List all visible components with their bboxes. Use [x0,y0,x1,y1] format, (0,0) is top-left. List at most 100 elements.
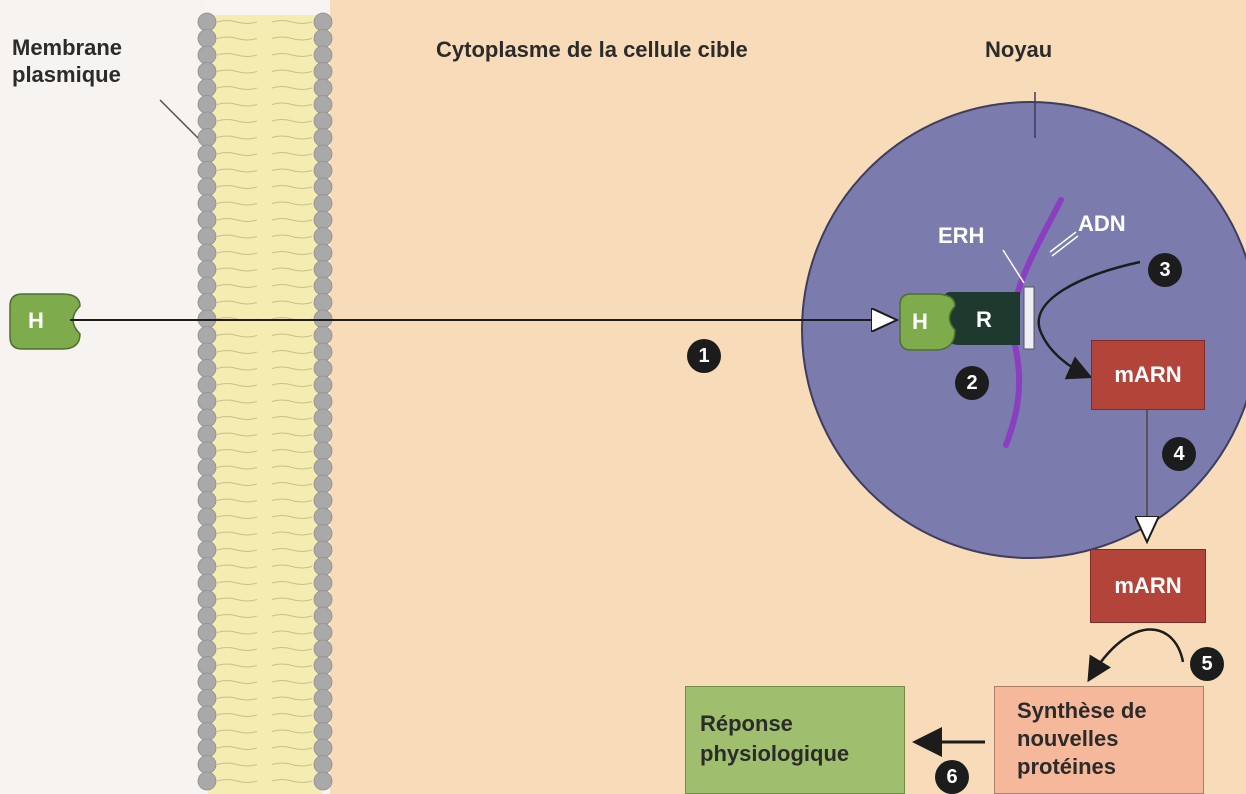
phospholipid-tail [216,86,313,90]
phospholipid-head [313,474,333,494]
free-hormone [9,293,81,350]
phospholipid-head [197,194,217,213]
phospholipid-tail [216,36,313,41]
phospholipid-head [313,507,333,527]
phospholipid-tail [216,449,313,453]
phospholipid-head [313,194,333,213]
phospholipid-tail [216,663,313,668]
phospholipid-head [197,62,217,81]
phospholipid-tail [216,135,313,140]
phospholipid-head [197,557,217,576]
phospholipid-head [197,78,217,98]
phospholipid-head [313,606,333,626]
phospholipid-head [313,210,333,230]
phospholipid-head [197,738,217,758]
phospholipid-head [197,524,217,543]
phospholipid-head [313,243,333,263]
phospholipid-head [197,425,217,444]
phospholipid-head [313,359,333,378]
phospholipid-tail [216,185,313,189]
membrane-label-text: Membrane plasmique [12,35,123,87]
arrow-step-3 [1037,260,1141,380]
phospholipid-tail [216,482,313,486]
phospholipid-head [313,45,333,65]
phospholipid-head [197,491,217,510]
membrane-pointer [159,99,199,139]
phospholipid-head [313,293,333,312]
phospholipid-head [313,128,333,147]
phospholipid-head [197,623,217,642]
membrane-label: Membrane plasmique [12,34,182,88]
phospholipid-head [313,540,333,560]
phospholipid-head [197,342,217,362]
free-hormone-label: H [28,308,44,333]
phospholipid-head [313,623,333,642]
receptor-label: R [976,307,992,332]
phospholipid-head [197,29,217,48]
hre-element [1023,286,1035,350]
phospholipid-head [313,689,333,708]
step-3-badge: 3 [1148,253,1182,287]
phospholipid-tail [216,581,313,585]
phospholipid-head [313,722,333,741]
adn-label: ADN [1078,211,1126,236]
phospholipid-head [197,573,217,593]
phospholipid-head [313,524,333,543]
phospholipid-head [313,557,333,576]
synthesis-line-2: nouvelles [1017,726,1119,751]
extracellular-space [0,0,205,794]
phospholipid-head [313,78,333,98]
phospholipid-head [313,29,333,48]
phospholipid-head [197,210,217,230]
step-5-badge: 5 [1190,647,1224,681]
phospholipid-tail [216,564,313,569]
phospholipid-head [313,260,333,279]
phospholipid-head [313,738,333,758]
response-line-2: physiologique [700,741,850,766]
phospholipid-tail [216,119,313,123]
phospholipid-head [313,672,333,692]
phospholipid-head [197,45,217,65]
phospholipid-tail [216,498,313,503]
phospholipid-tail [216,696,313,701]
phospholipid-tail [216,350,313,354]
phospholipid-head [197,276,217,296]
phospholipid-head [313,177,333,197]
phospholipid-head [313,656,333,675]
step-6-badge: 6 [935,760,969,794]
synthesis-line-1: Synthèse de [1017,698,1147,723]
phospholipid-head [197,606,217,626]
nucleus-label: Noyau [985,37,1053,62]
phospholipid-tail [216,432,313,437]
phospholipid-head [197,540,217,560]
phospholipid-tail [216,267,313,272]
phospholipid-head [313,441,333,461]
phospholipid-head [197,243,217,263]
phospholipid-tail [216,102,313,107]
phospholipid-head [313,144,333,164]
phospholipid-head [197,227,217,246]
phospholipid-head [313,458,333,477]
hormone-in-complex [899,293,956,351]
phospholipid-tail [216,647,313,651]
phospholipid-tail [216,630,313,635]
phospholipid-head [313,408,333,428]
phospholipid-tail [216,746,313,750]
phospholipid-tail [216,713,313,717]
marn-cytoplasm-box: mARN [1090,549,1206,623]
phospholipid-tail [216,201,313,206]
phospholipid-tail [216,333,313,338]
phospholipid-head [313,771,333,791]
phospholipid-head [197,161,217,180]
step-1-badge: 1 [687,339,721,373]
phospholipid-head [313,375,333,395]
phospholipid-head [197,458,217,477]
phospholipid-tail [216,614,313,618]
phospholipid-head [313,276,333,296]
phospholipid-tail [216,300,313,305]
phospholipid-head [313,491,333,510]
phospholipid-head [197,474,217,494]
phospholipid-head [197,590,217,609]
adn-pointer [1049,231,1077,253]
